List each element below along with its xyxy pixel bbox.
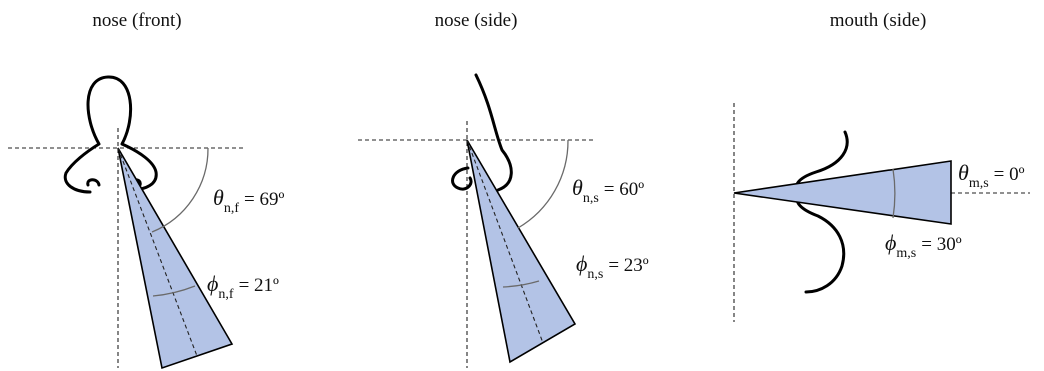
- phi-label: ϕn,s= 23º: [576, 251, 649, 282]
- theta-label: θn,s= 60º: [572, 175, 644, 206]
- theta-label: θn,f= 69º: [213, 185, 284, 216]
- nose-side-cone: [466, 139, 577, 364]
- phi-label: ϕn,f= 21º: [207, 271, 279, 302]
- nose-front-cone: [117, 147, 234, 370]
- mouth-side-cone: [733, 160, 952, 225]
- panel-nose-front: nose (front) θn,f= 69º ϕn,f= 21º: [8, 10, 284, 370]
- panel-nose-side: nose (side) θn,s= 60º ϕn,s= 23º: [358, 10, 649, 368]
- phi-arc: [502, 280, 540, 288]
- theta-arc: [151, 147, 209, 233]
- panel-title-nose-side: nose (side): [435, 10, 518, 31]
- cone-axis-line: [117, 147, 198, 357]
- mouth-side-outline: [795, 130, 849, 294]
- panel-title-mouth-side: mouth (side): [830, 10, 927, 31]
- theta-arc: [517, 139, 569, 229]
- cone-axis-line: [466, 139, 544, 344]
- phi-arc: [892, 168, 896, 219]
- phi-label: ϕm,s= 30º: [885, 230, 962, 261]
- theta-label: θm,s= 0º: [958, 160, 1025, 191]
- nose-front-outline: [63, 75, 158, 194]
- panel-mouth-side: mouth (side) θm,s= 0º ϕm,s= 30º: [733, 10, 1030, 322]
- phi-arc: [152, 285, 196, 297]
- panel-title-nose-front: nose (front): [92, 10, 181, 31]
